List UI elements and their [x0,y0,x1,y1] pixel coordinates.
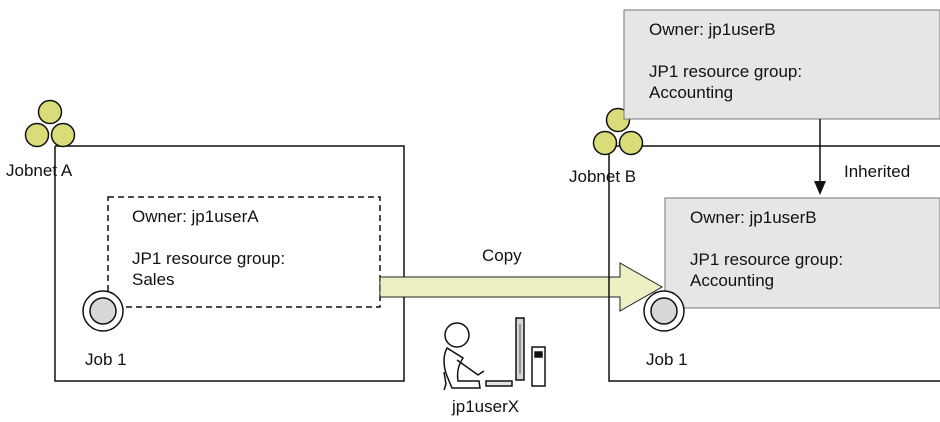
jobnet-b-icon [592,107,644,156]
source-info-text: Owner: jp1userB JP1 resource group: Acco… [649,19,802,103]
job-icon-b [643,290,685,332]
inherited-label: Inherited [844,162,911,181]
jobnet-a-frame [54,145,405,382]
source-info-box [623,9,940,120]
jobnet-a-icon [24,99,76,148]
owner-label: Owner: jp1userB [690,208,817,227]
jobnet-a-label: Jobnet A [6,161,73,180]
job-icon-a [82,290,124,332]
user-label: jp1userX [452,397,520,416]
owner-label: Owner: jp1userB [649,20,776,39]
resource-group-value: Accounting [649,83,734,102]
jobnet-b-info-box [664,197,940,309]
jobnet-a-info-text: Owner: jp1userA JP1 resource group: Sale… [132,206,285,290]
resource-group-value: Accounting [690,271,775,290]
job-a-label: Job 1 [85,350,127,369]
jobnet-b-label: Jobnet B [569,167,637,186]
copy-arrow [379,262,664,312]
resource-group-value: Sales [132,270,175,289]
inherited-arrow [814,119,826,195]
user-computer-icon [443,317,546,391]
owner-label: Owner: jp1userA [132,207,259,226]
resource-group-label: JP1 resource group: [132,249,286,268]
jobnet-a-info-box [107,196,381,308]
jobnet-b-info-text: Owner: jp1userB JP1 resource group: Acco… [690,207,843,291]
copy-label: Copy [482,246,522,265]
resource-group-label: JP1 resource group: [649,62,803,81]
resource-group-label: JP1 resource group: [690,250,844,269]
job-b-label: Job 1 [646,350,688,369]
jobnet-b-frame [608,145,940,382]
